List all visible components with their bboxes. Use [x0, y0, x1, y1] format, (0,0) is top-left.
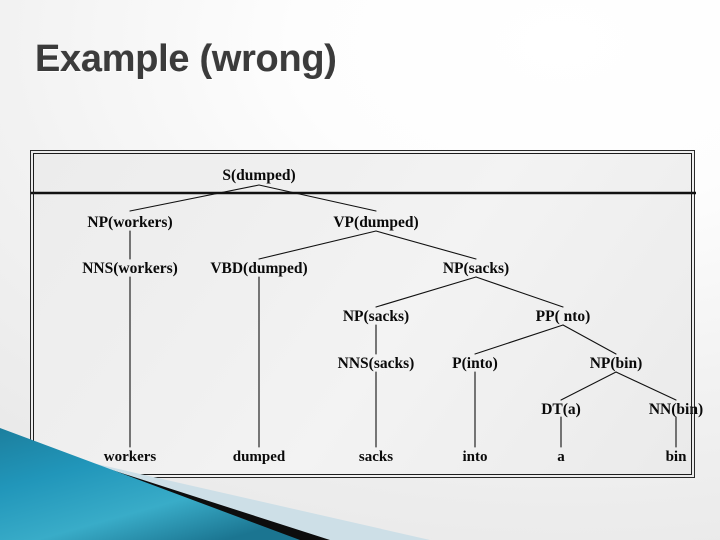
tree-node-nn-bin: NN(bin)	[648, 401, 704, 418]
tree-node-pp-into: PP( nto)	[535, 308, 591, 325]
parse-tree-inner: S(dumped) NP(workers) VP(dumped) NNS(wor…	[31, 151, 703, 479]
tree-node-nns-workers: NNS(workers)	[82, 260, 178, 277]
tree-node-np-workers: NP(workers)	[87, 214, 173, 231]
tree-node-np-sacks-a: NP(sacks)	[442, 260, 510, 277]
tree-terminal-bin: bin	[665, 449, 687, 465]
tree-terminal-dumped: dumped	[232, 449, 286, 465]
parse-tree-edges	[31, 184, 696, 448]
tree-node-vp-dumped: VP(dumped)	[333, 214, 419, 231]
page-title: Example (wrong)	[35, 38, 337, 80]
tree-node-vbd-dumped: VBD(dumped)	[210, 260, 308, 277]
tree-node-dt-a: DT(a)	[541, 401, 581, 418]
tree-terminal-workers: workers	[103, 449, 157, 465]
tree-node-nns-sacks: NNS(sacks)	[337, 355, 415, 372]
tree-terminal-a: a	[557, 449, 565, 465]
parse-tree-figure: S(dumped) NP(workers) VP(dumped) NNS(wor…	[30, 150, 703, 479]
tree-node-s: S(dumped)	[222, 167, 296, 184]
tree-node-np-sacks-b: NP(sacks)	[342, 308, 410, 325]
tree-node-np-bin: NP(bin)	[589, 355, 643, 372]
tree-terminal-sacks: sacks	[358, 449, 394, 465]
tree-terminal-into: into	[462, 449, 488, 465]
tree-node-p-into: P(into)	[452, 355, 498, 372]
